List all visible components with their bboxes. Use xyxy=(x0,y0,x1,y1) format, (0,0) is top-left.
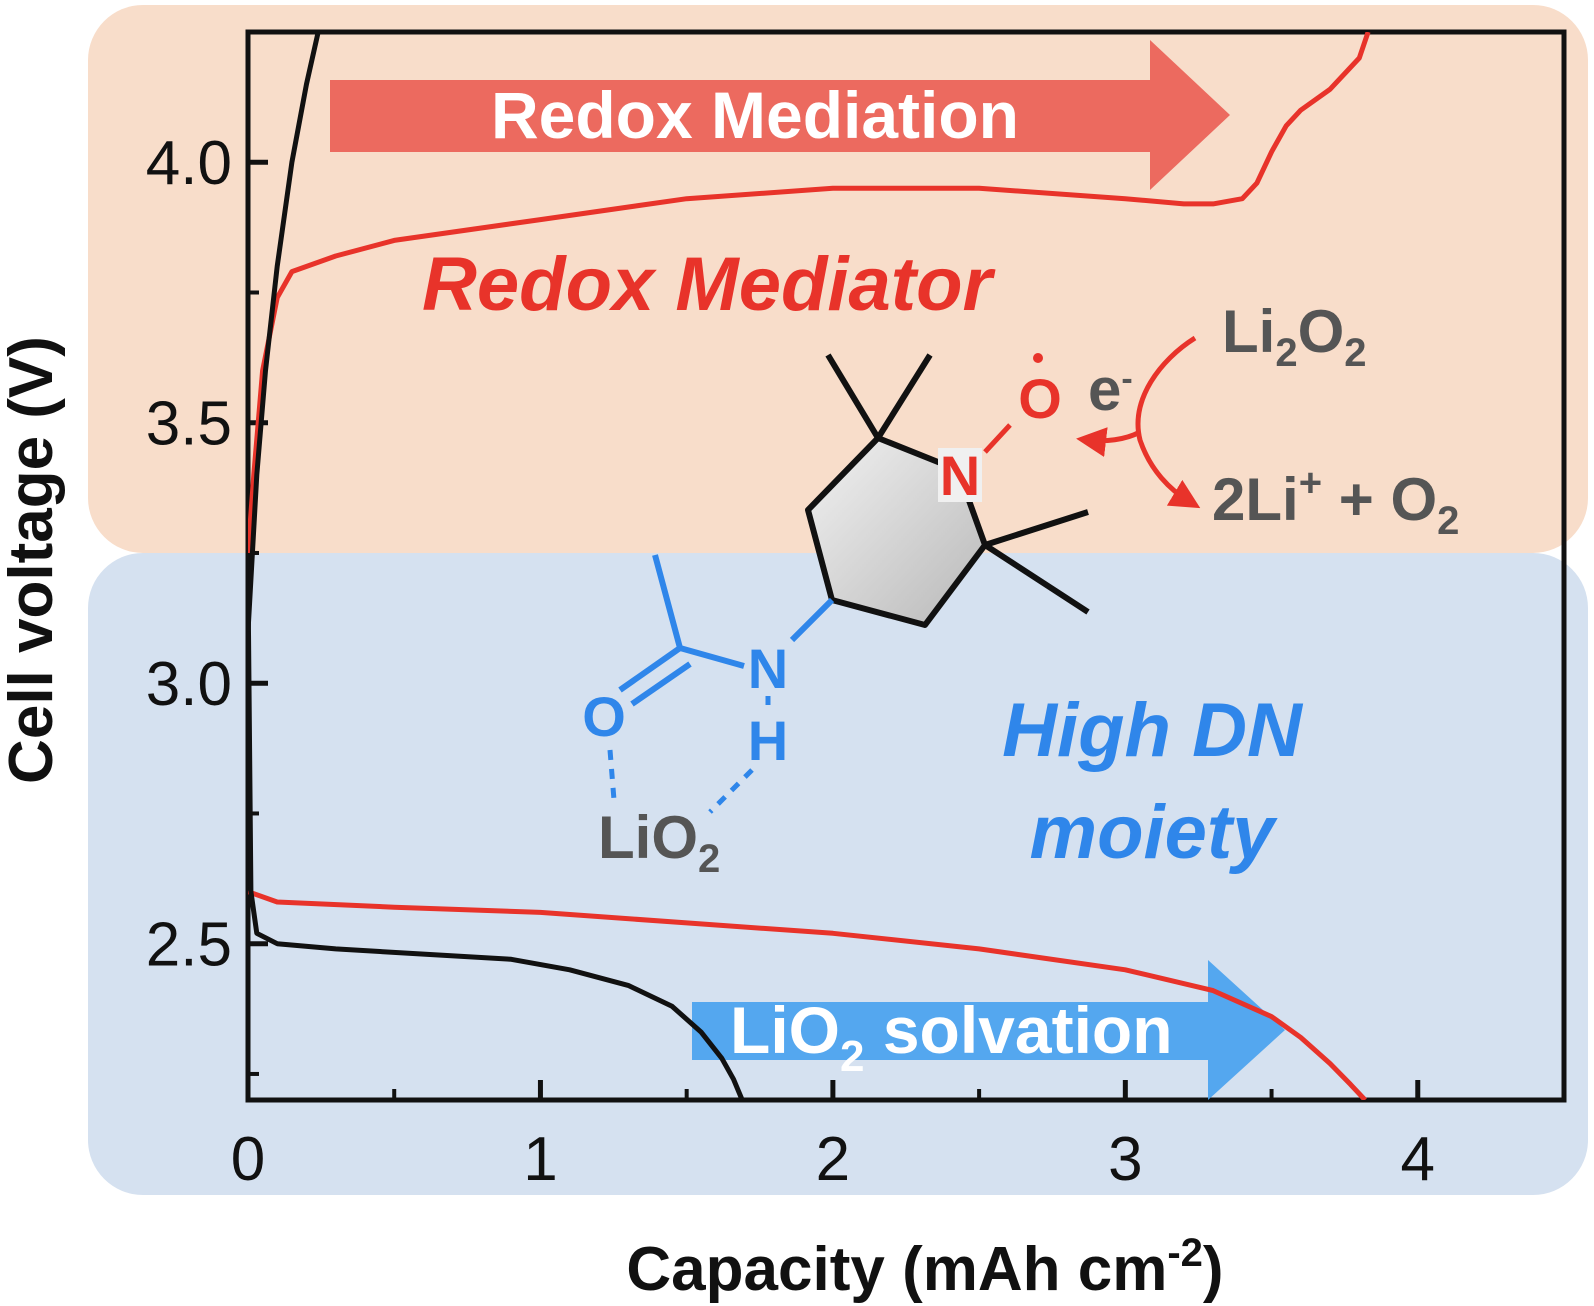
lio2-solvation-lio: LiO xyxy=(730,993,840,1067)
y-tick-label: 2.5 xyxy=(146,911,232,980)
ring-nitrogen-atom: N xyxy=(940,444,980,507)
products-sub: 2 xyxy=(1437,499,1459,543)
products-li: 2Li xyxy=(1212,466,1299,533)
red-discharge-curve xyxy=(248,889,1367,1100)
methyl-bond xyxy=(984,509,1089,548)
amide-hydrogen-atom: H xyxy=(748,709,788,772)
x-tick-label: 4 xyxy=(1401,1125,1435,1194)
lio2-solvation-arrow-label: LiO2 solvation xyxy=(730,993,1173,1081)
redox-mediation-arrow-label: Redox Mediation xyxy=(491,78,1019,152)
y-tick-label: 3.5 xyxy=(146,390,232,459)
lio2-solvation-sub: 2 xyxy=(840,1032,864,1081)
li2o2-li: Li xyxy=(1222,298,1275,365)
black-charge-curve xyxy=(248,32,321,632)
oxidation-arc xyxy=(1135,335,1201,509)
x-axis-title-sup: -2 xyxy=(1167,1231,1203,1275)
tempo-molecule: N O xyxy=(805,353,1090,628)
lio2-bound-sub: 2 xyxy=(698,837,720,881)
li2o2-sub2: 2 xyxy=(1344,331,1366,375)
x-tick-label: 1 xyxy=(523,1125,557,1194)
voltage-curves xyxy=(248,32,1371,1100)
x-tick-label: 3 xyxy=(1108,1125,1142,1194)
electron-sup: - xyxy=(1121,360,1132,398)
radical-dot xyxy=(1033,353,1043,363)
li2o2-o: O xyxy=(1298,298,1345,365)
amide-nitrogen-atom: N xyxy=(748,637,788,700)
plot-frame xyxy=(245,29,1567,1103)
products-label: 2Li+ + O2 xyxy=(1212,461,1459,543)
n-atom-backdrop xyxy=(938,448,982,502)
lio2-bound-label: LiO2 xyxy=(598,804,720,881)
methyl-c-bond xyxy=(652,554,683,649)
methyl-bond xyxy=(983,542,1090,615)
electron-transfer-arrow xyxy=(1076,427,1142,457)
acetamide-moiety: N H O LiO2 xyxy=(582,554,835,881)
x-axis-title-end: ) xyxy=(1203,1235,1224,1304)
x-axis-title-main: Capacity (mAh cm xyxy=(626,1235,1167,1304)
y-tick-label: 4.0 xyxy=(146,129,232,198)
carbonyl-bond-1 xyxy=(618,645,682,693)
y-axis-title: Cell voltage (V) xyxy=(0,336,66,784)
hbond-o-li xyxy=(607,749,617,801)
black-discharge-curve xyxy=(248,578,745,1100)
electron-label: e- xyxy=(1088,356,1133,423)
lio2-solvation-arrow: LiO2 solvation xyxy=(692,960,1285,1100)
redox-mediation-arrow-shape xyxy=(330,40,1230,190)
products-sup: + xyxy=(1299,461,1322,505)
electron-e: e xyxy=(1088,356,1121,423)
methyl-bond xyxy=(875,353,933,440)
c4-n-bond xyxy=(789,597,835,643)
x-axis-title: Capacity (mAh cm-2) xyxy=(626,1231,1223,1304)
carbonyl-bond-2 xyxy=(630,661,692,707)
axis-ticks: 0 1 2 3 4 2.5 3.0 3.5 4.0 xyxy=(146,129,1435,1194)
carbonyl-oxygen-atom: O xyxy=(582,685,626,748)
x-tick-label: 0 xyxy=(231,1125,265,1194)
moiety-label: moiety xyxy=(1030,790,1279,875)
lio2-solvation-end: solvation xyxy=(864,993,1172,1067)
hbond-h-li xyxy=(708,768,754,814)
li2o2-sub1: 2 xyxy=(1275,331,1297,375)
li2o2-label: Li2O2 xyxy=(1222,298,1367,375)
redox-mediator-label: Redox Mediator xyxy=(422,242,996,327)
products-o: + O xyxy=(1322,466,1437,533)
y-tick-label: 3.0 xyxy=(146,650,232,719)
lio2-bound-main: LiO xyxy=(598,804,698,871)
redox-mediation-arrow: Redox Mediation xyxy=(330,40,1230,190)
methyl-bond xyxy=(825,353,881,440)
li2o2-oxidation-scheme: Li2O2 e- 2Li+ + O2 xyxy=(1076,298,1459,543)
n-c-bond xyxy=(679,645,745,669)
x-tick-label: 2 xyxy=(816,1125,850,1194)
n-o-bond xyxy=(983,423,1012,454)
high-dn-label: High DN xyxy=(1002,688,1304,773)
red-charge-curve xyxy=(248,32,1371,554)
radical-oxygen-atom: O xyxy=(1018,367,1062,430)
lio2-solvation-arrow-shape xyxy=(692,960,1285,1100)
